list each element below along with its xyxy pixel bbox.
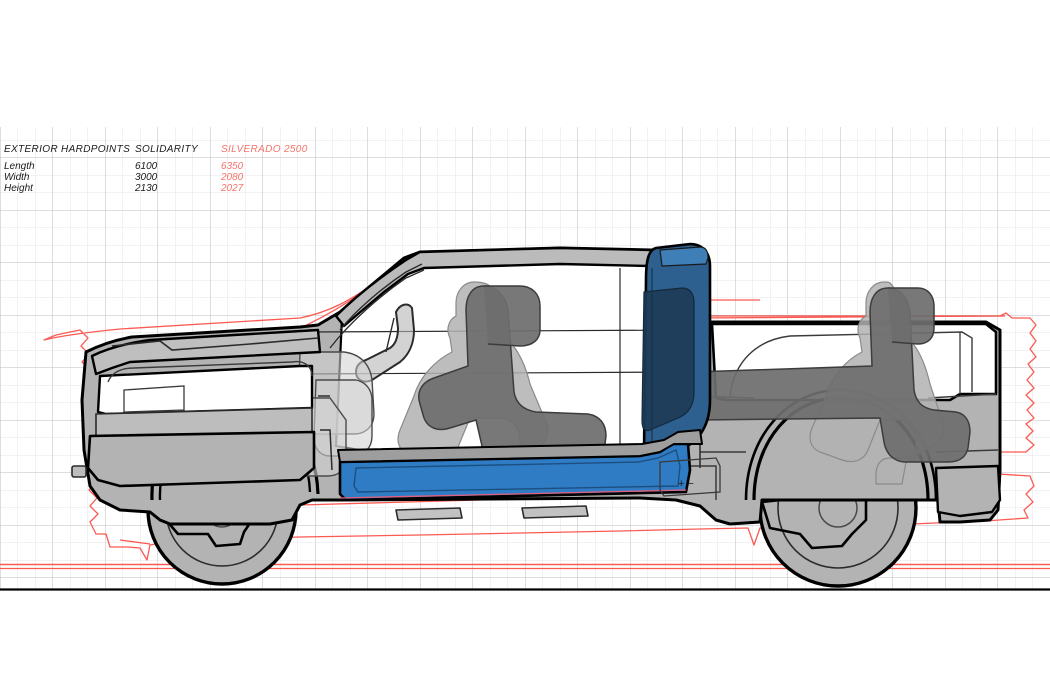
spec-header-reference: SILVERADO 2500: [221, 144, 308, 155]
spec-row-height: Height 2130 2027: [4, 183, 308, 194]
spec-row-width: Width 3000 2080: [4, 172, 308, 183]
spec-label-width: Width: [4, 172, 30, 183]
spec-value-length-solidarity: 6100: [135, 161, 158, 172]
spec-value-width-reference: 2080: [221, 172, 244, 183]
spec-label-length: Length: [4, 161, 35, 172]
svg-text:+ −: + −: [678, 478, 694, 490]
spec-row-length: Length 6100 6350: [4, 161, 308, 172]
spec-header-category: EXTERIOR HARDPOINTS: [4, 144, 131, 155]
charge-port-marking: + −: [678, 478, 694, 490]
hood-and-fender: [71, 328, 322, 488]
charge-port-panel: [659, 457, 721, 497]
battery-rocker-panel: [337, 429, 703, 502]
spec-value-length-reference: 6350: [221, 161, 244, 172]
spec-value-width-solidarity: 3000: [135, 172, 158, 183]
spec-value-height-reference: 2027: [221, 183, 244, 194]
spec-label-height: Height: [4, 183, 33, 194]
spec-table-header-row: EXTERIOR HARDPOINTS SOLIDARITY SILVERADO…: [4, 144, 308, 161]
b-pillar-blue: [641, 242, 712, 467]
seats: [418, 285, 971, 467]
spec-value-height-solidarity: 2130: [135, 183, 158, 194]
spec-header-solidarity: SOLIDARITY: [135, 144, 198, 155]
rear-bumper: [934, 464, 1002, 518]
tailgate: [985, 320, 1002, 468]
exterior-hardpoints-table: EXTERIOR HARDPOINTS SOLIDARITY SILVERADO…: [4, 144, 308, 194]
running-board-steps: [395, 505, 589, 521]
spec-table-grid: EXTERIOR HARDPOINTS SOLIDARITY SILVERADO…: [4, 144, 308, 194]
